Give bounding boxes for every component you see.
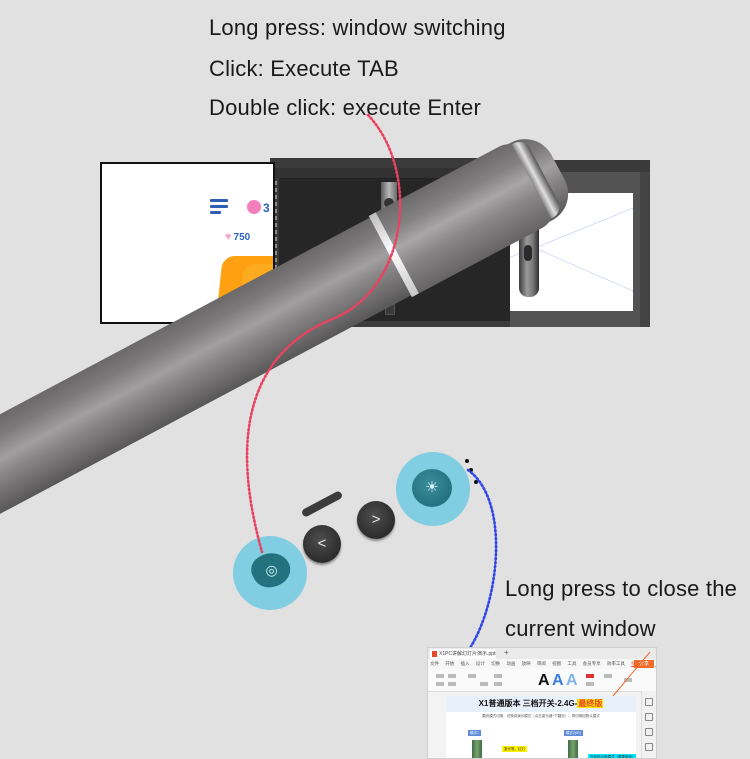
wps-window: X1PC讲解幻灯片演示.pptx + 文件 开始 插入 设计 切换 动画 放映 … [427,647,657,759]
menu-item[interactable]: 视图 [552,661,562,666]
blue-dotted-arc [466,468,498,650]
document-tab[interactable]: X1PC讲解幻灯片演示.pptx [430,649,496,659]
menu-item-active[interactable]: 文本工具 [655,661,656,666]
mic-hole [469,468,473,472]
menu-item[interactable]: 放映 [521,661,531,666]
caption-long-press-close-2: current window [505,616,656,641]
mic-hole [465,459,469,463]
caption-long-press-close-1: Long press to close the [505,576,738,601]
close-arrow [612,651,651,697]
wps-ribbon: A A A [428,669,656,692]
previous-button[interactable]: < [303,525,341,563]
sun-icon: ☀ [425,479,439,496]
slide-subtitle: 翻页模式切换、切换到演示模式（点击激光键+下翻页）、再切换回默认模式 [482,714,600,718]
circuit-board-image [568,740,578,758]
menu-item[interactable]: 切换 [491,661,501,666]
caption-double-click-enter: Double click: execute Enter [209,95,481,120]
menu-item[interactable]: 动画 [506,661,516,666]
share-button[interactable]: 分享 [634,660,654,668]
menu-item[interactable]: 开始 [445,661,455,666]
yellow-note: 激光笔、红灯 [502,746,527,752]
slide-title-highlight: 最终版 [577,699,604,708]
menu-item[interactable]: 插入 [460,661,470,666]
mode-label: 模式2(IR) [564,730,583,736]
spotlight-button[interactable]: ☀ [412,469,452,507]
menu-item[interactable]: 工具 [567,661,577,666]
mic-hole [474,480,478,484]
font-style-sample[interactable]: A [538,672,550,689]
font-style-sample[interactable]: A [552,672,564,689]
slide-title: X1普通版本 三档开关-2.4G-最终版 [446,696,636,712]
menu-item[interactable]: 会员专享 [582,661,601,666]
photoshop-side-panel [640,172,650,327]
new-tab-button[interactable]: + [504,648,509,657]
menu-item[interactable]: 审阅 [536,661,546,666]
font-style-sample[interactable]: A [566,672,578,689]
next-button[interactable]: > [357,501,395,539]
menu-item[interactable]: 效率工具 [606,661,625,666]
chevron-right-icon: > [371,511,381,528]
wps-side-toolbar [641,691,656,758]
circuit-board-image [472,740,482,758]
caption-click-tab: Click: Execute TAB [209,56,399,81]
mode-label: 模式1 [468,730,481,736]
red-dotted-arc [245,113,402,554]
caption-long-press-switch: Long press: window switching [209,15,506,40]
menu-item[interactable]: 设计 [475,661,485,666]
chevron-left-icon: < [317,535,327,552]
menu-item[interactable]: 文件 [430,661,439,666]
wps-tabbar: X1PC讲解幻灯片演示.pptx + [428,648,656,659]
